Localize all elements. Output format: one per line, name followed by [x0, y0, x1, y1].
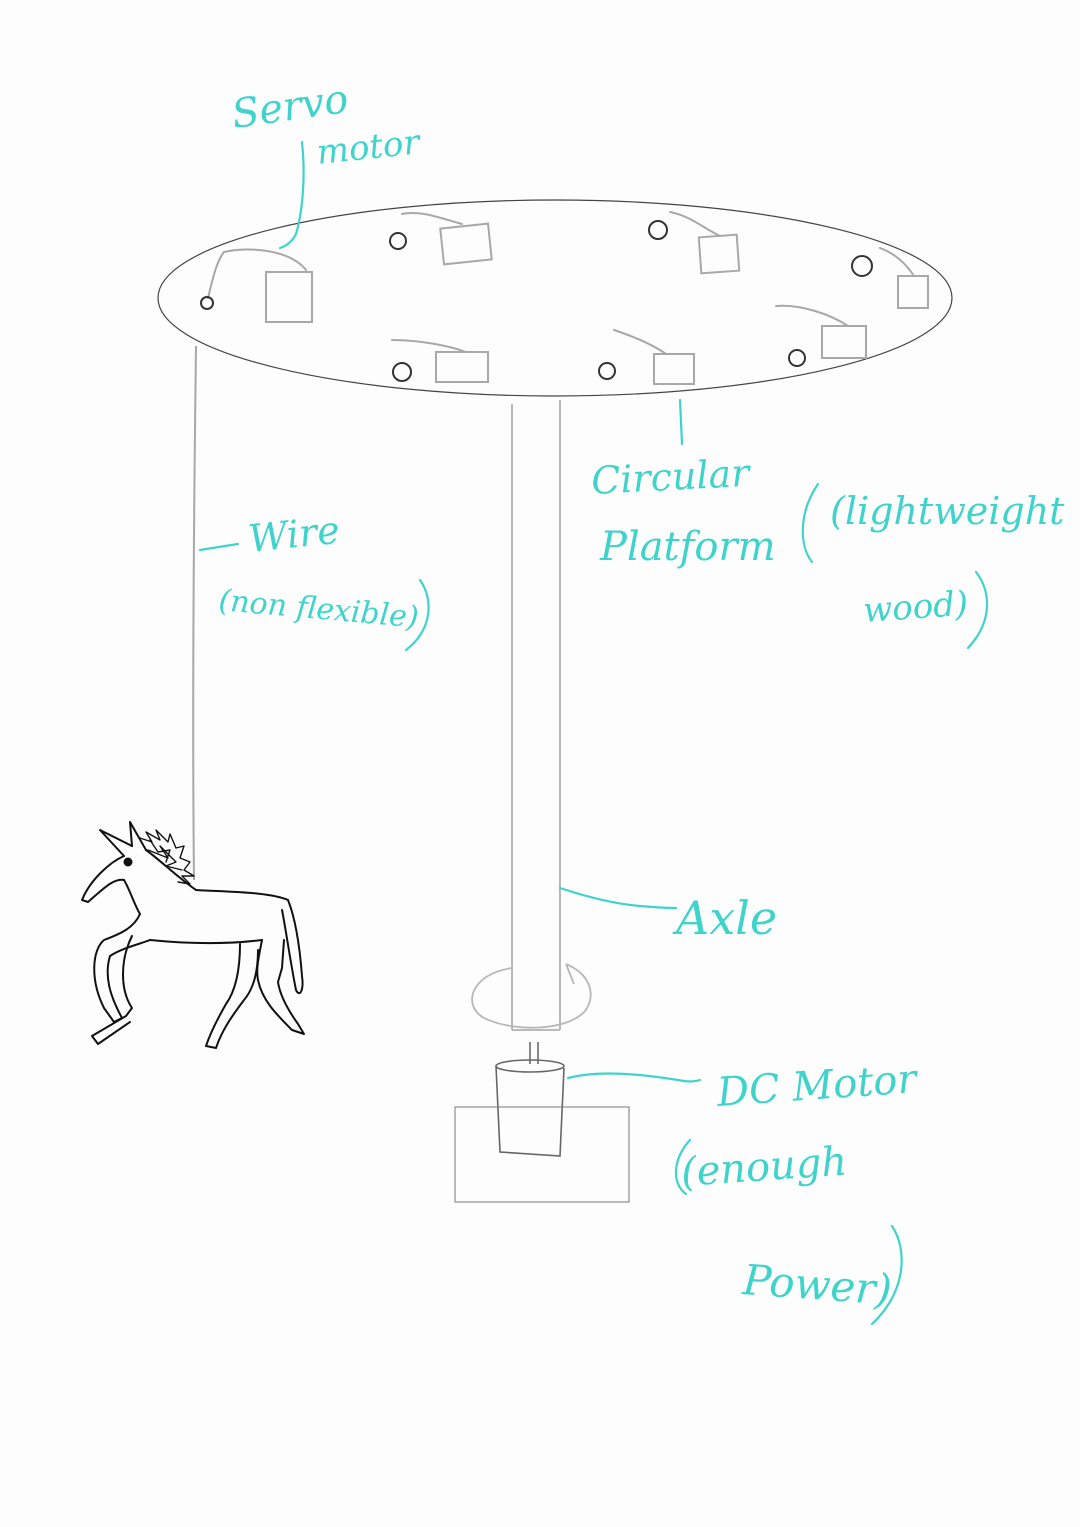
wire-label-line2: (non flexible)	[217, 583, 420, 635]
servo-motor-5	[391, 339, 489, 383]
dc-motor-label-line1: DC Motor	[714, 1056, 920, 1116]
wire-close-paren	[404, 578, 430, 652]
servo-motor-3	[648, 211, 741, 275]
wire-leader-line	[198, 542, 240, 552]
servo-motor-2	[389, 212, 493, 266]
rotation-arrow-icon	[471, 963, 592, 1029]
platform-paren-line2: wood)	[862, 584, 970, 631]
servo-motor-7	[775, 304, 867, 367]
servo-label-line1: Servo	[229, 76, 351, 138]
dc-motor-leader-line	[566, 1072, 702, 1083]
servo-motor-group	[200, 211, 929, 385]
motor-base	[454, 1106, 630, 1203]
platform-label-line2: Platform	[599, 524, 776, 570]
platform-leader-line	[678, 398, 684, 446]
axle-label: Axle	[672, 891, 777, 945]
servo-leader-line	[278, 140, 305, 250]
servo-label-line2: motor	[315, 122, 423, 173]
servo-motor-1	[200, 248, 313, 323]
dc-motor-label-line3: Power)	[740, 1255, 893, 1314]
circular-platform	[157, 199, 953, 397]
dc-close-paren	[870, 1224, 903, 1326]
servo-motor-4	[851, 247, 929, 309]
wire-line	[192, 345, 197, 881]
horse-figure	[81, 821, 305, 1049]
platform-paren-line1: (lightweight	[830, 489, 1065, 533]
wire-label-line1: Wire	[246, 508, 341, 561]
dc-motor-label-line2: (enough	[679, 1138, 848, 1195]
annotation-leaders	[198, 140, 989, 1326]
axle	[511, 400, 561, 1031]
platform-label-line1: Circular	[590, 451, 753, 503]
dc-motor	[495, 1059, 565, 1157]
axle-leader-line	[558, 886, 678, 910]
dc-open-paren	[674, 1138, 692, 1196]
servo-motor-6	[598, 329, 695, 385]
platform-open-paren	[801, 482, 820, 564]
platform-close-paren	[966, 570, 989, 650]
